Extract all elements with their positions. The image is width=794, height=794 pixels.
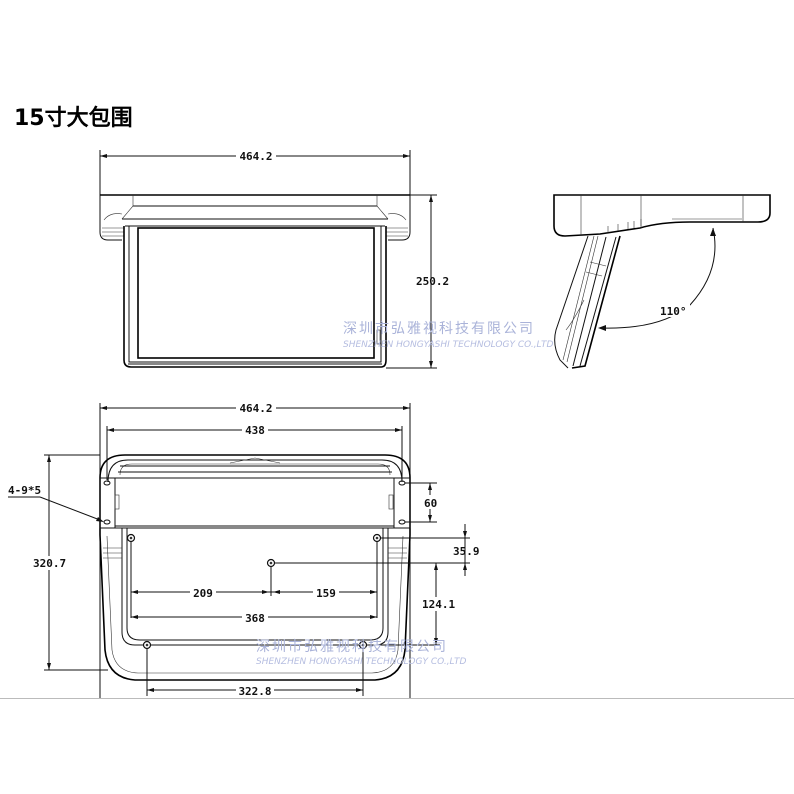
watermark-en-2: SHENZHEN HONGYASHI TECHNOLOGY CO.,LTD xyxy=(256,657,466,667)
hole-offset-dimension: 35.9 xyxy=(453,545,480,558)
inner-width-dimension: 438 xyxy=(245,424,265,437)
front-width-dimension: 464.2 xyxy=(239,150,272,163)
front-height-dimension: 250.2 xyxy=(416,275,449,288)
side-view: 110° xyxy=(553,194,771,369)
bottom-width-dimension: 464.2 xyxy=(239,402,272,415)
slot-spacing-dimension: 60 xyxy=(424,497,437,510)
hole-left-span-dimension: 209 xyxy=(193,587,213,600)
bottom-view: 464.2 438 xyxy=(8,400,480,698)
hole-right-span-dimension: 159 xyxy=(316,587,336,600)
watermark-cn: 深圳市弘雅视科技有限公司 xyxy=(343,320,535,337)
bottom-height-dimension: 320.7 xyxy=(33,557,66,570)
bottom-divider xyxy=(0,698,794,699)
drawing-title: 15寸大包围 xyxy=(14,106,133,131)
tilt-angle-dimension: 110° xyxy=(660,305,687,318)
hole-top-span-dimension: 368 xyxy=(245,612,265,625)
hole-vertical-dimension: 124.1 xyxy=(422,598,455,611)
watermark-cn-2: 深圳市弘雅视科技有限公司 xyxy=(256,638,448,655)
slot-callout: 4-9*5 xyxy=(8,484,41,497)
front-view: 464.2 250.2 xyxy=(99,148,449,369)
hole-bottom-span-dimension: 322.8 xyxy=(238,685,271,698)
watermark-en: SHENZHEN HONGYASHI TECHNOLOGY CO.,LTD xyxy=(343,340,553,350)
